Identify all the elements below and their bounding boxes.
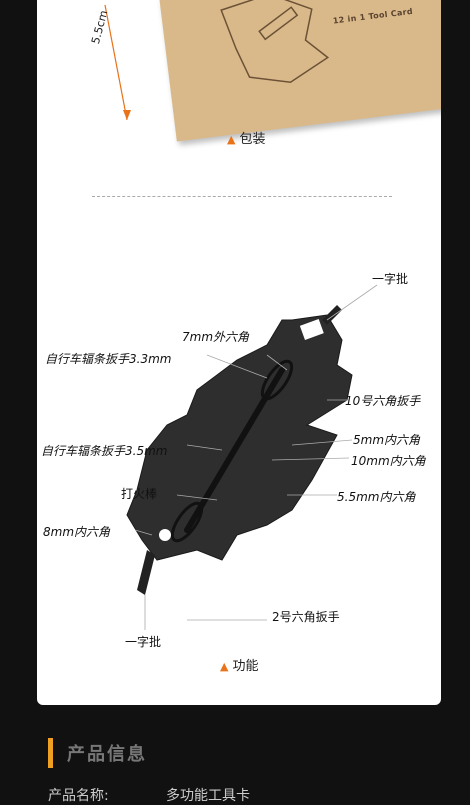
section-title: 产品信息: [67, 744, 147, 765]
label-hex-wrench-10: 10号六角扳手: [345, 394, 421, 408]
label-inner-hex-5-5mm: 5.5mm内六角: [337, 490, 416, 504]
product-name-label: 产品名称:: [48, 788, 109, 804]
function-caption: ▲功能: [220, 659, 259, 674]
label-spoke-wrench-3-5: 自行车辐条扳手3.5mm: [41, 444, 168, 458]
tool-outline-print: [220, 0, 330, 84]
content-card: 12 in 1 Tool Card 5.5cm ▲包装: [37, 0, 441, 705]
label-slot-screwdriver-bottom: 一字批: [125, 635, 162, 649]
label-inner-hex-8mm: 8mm内六角: [43, 525, 111, 539]
label-fire-starter: 打火棒: [121, 487, 158, 501]
section-accent-bar: [48, 738, 53, 768]
label-hex-wrench-2: 2号六角扳手: [272, 610, 340, 624]
triangle-icon: ▲: [227, 133, 236, 146]
package-caption: ▲包装: [227, 132, 266, 147]
label-inner-hex-5mm: 5mm内六角: [353, 433, 421, 447]
dashed-separator: [92, 196, 392, 197]
package-box-image: 12 in 1 Tool Card: [159, 0, 441, 142]
label-hex-7mm: 7mm外六角: [182, 330, 250, 344]
triangle-icon: ▲: [220, 660, 229, 673]
dimension-arrow: [104, 4, 131, 121]
product-name-value: 多功能工具卡: [166, 788, 250, 804]
label-inner-hex-10mm: 10mm内六角: [351, 454, 426, 468]
product-info-header: 产品信息: [48, 738, 147, 768]
tool-card-illustration: [126, 284, 378, 630]
label-slot-screwdriver-top: 一字批: [372, 272, 409, 286]
label-spoke-wrench-3-3: 自行车辐条扳手3.3mm: [45, 352, 172, 366]
